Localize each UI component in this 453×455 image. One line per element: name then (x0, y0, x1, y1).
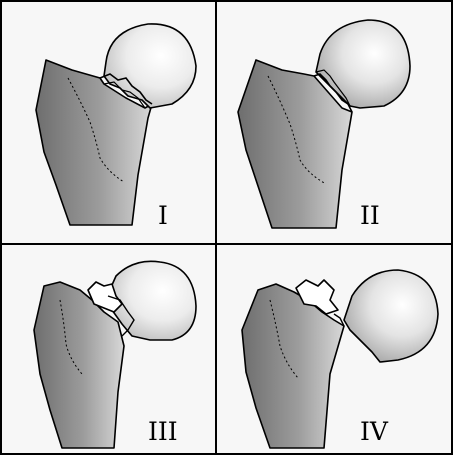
panel-label-ii: II (360, 201, 380, 230)
trabecular-line-iv (269, 299, 299, 379)
trabecular-line-i (67, 77, 125, 183)
femoral-head-i (103, 23, 197, 109)
femur-shaft-iv (241, 283, 345, 449)
panel-iv: IV (241, 269, 439, 449)
bone-fragment-iv (295, 279, 339, 315)
trabecular-line-iii (59, 299, 83, 375)
femur-shaft-iii (33, 281, 125, 449)
panel-label-iii: III (148, 417, 178, 446)
fracture-line-ii (313, 73, 353, 113)
panel-ii: II (237, 19, 411, 230)
panel-label-i: I (158, 201, 168, 230)
femoral-head-iv (343, 269, 439, 363)
fracture-line-i (99, 73, 153, 105)
femur-shaft-ii (237, 59, 353, 229)
femoral-head-iii (107, 260, 197, 341)
panel-label-iv: IV (360, 417, 389, 446)
femur-shaft-i (35, 59, 153, 226)
fracture-line-iv (333, 313, 345, 327)
panel-iii: III (33, 260, 197, 449)
fracture-line-iii (107, 295, 135, 337)
panel-i: I (35, 23, 197, 230)
femoral-head-ii (315, 19, 411, 109)
